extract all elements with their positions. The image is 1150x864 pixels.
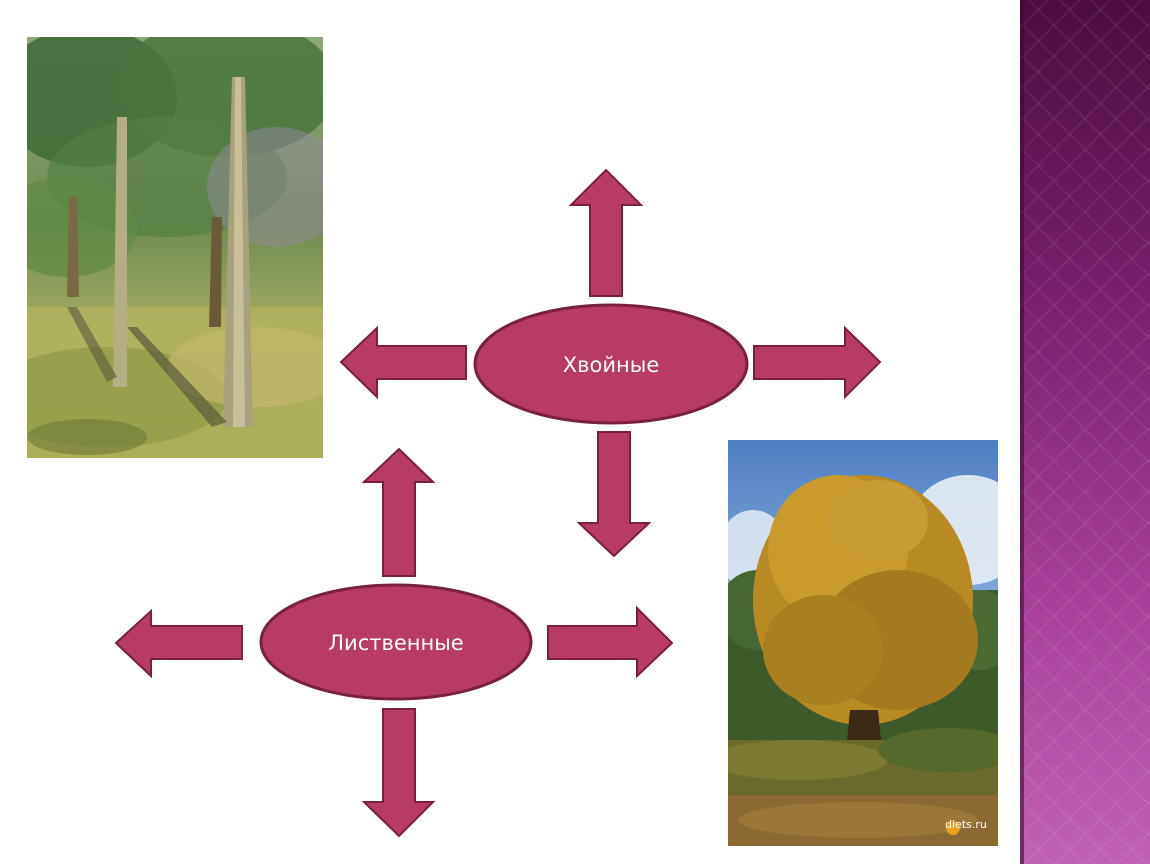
conifers-label: Хвойные	[563, 353, 660, 377]
deciduous-arrow-down	[361, 708, 436, 838]
deciduous-arrow-right	[547, 605, 674, 679]
pine-forest-image	[27, 37, 323, 458]
sidebar-pattern	[1020, 0, 1150, 864]
conifers-node	[473, 303, 749, 425]
decorative-sidebar	[1020, 0, 1150, 864]
deciduous-arrow-up	[361, 447, 436, 577]
deciduous-node	[259, 583, 533, 701]
deciduous-label: Лиственные	[328, 631, 463, 655]
watermark: diets.ru	[945, 818, 987, 831]
conifers-arrow-right	[753, 325, 882, 400]
deciduous-arrow-left	[114, 608, 243, 679]
sidebar-edge	[1020, 0, 1024, 864]
conifers-arrow-left	[339, 325, 467, 400]
conifers-arrow-up	[568, 168, 644, 297]
oak-tree-image	[728, 440, 998, 846]
conifers-arrow-down	[576, 431, 652, 558]
